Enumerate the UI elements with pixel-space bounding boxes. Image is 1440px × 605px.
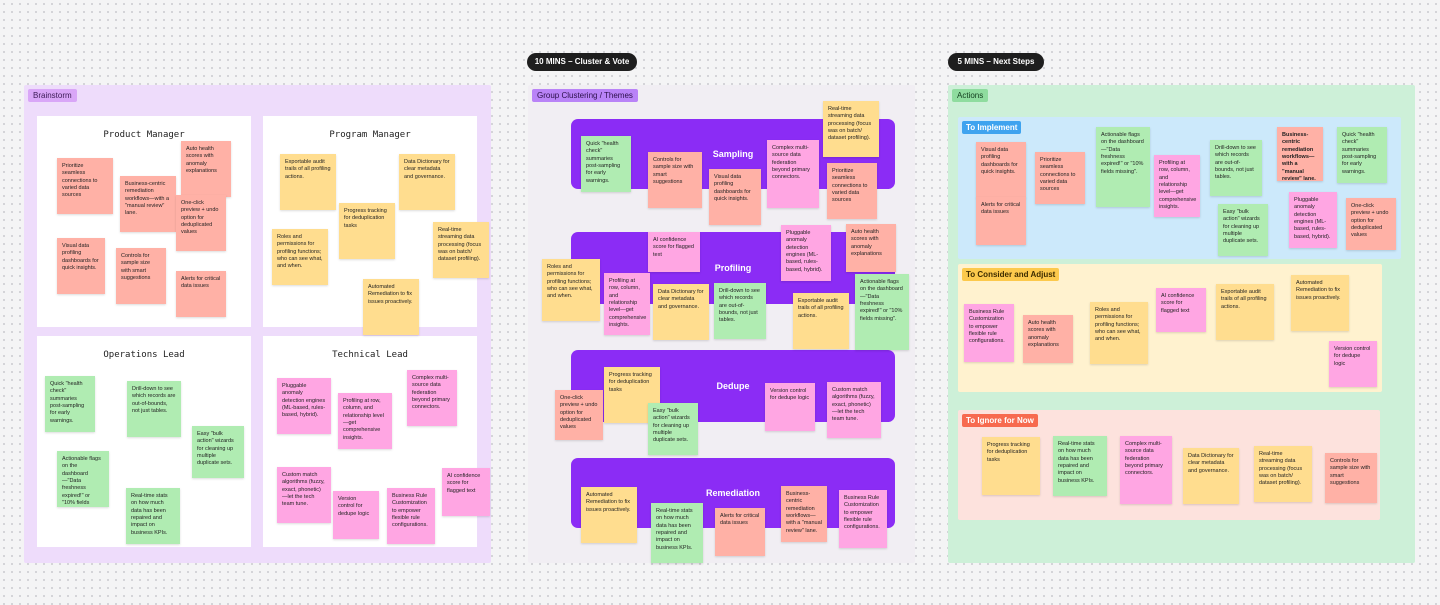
sticky-note[interactable]: One-click preview + undo option for dedu… (555, 390, 603, 440)
sticky-note[interactable]: Real-time stats on how much data has bee… (126, 488, 180, 544)
sticky-note[interactable]: Progress tracking for deduplication task… (339, 203, 395, 259)
sticky-note[interactable]: Auto health scores with anomaly explanat… (846, 224, 896, 272)
theme-label: Remediation (705, 488, 760, 498)
sticky-note[interactable]: Auto health scores with anomaly explanat… (1023, 315, 1073, 363)
sticky-note[interactable]: Custom match algorithms (fuzzy, exact, p… (827, 382, 881, 438)
sticky-note[interactable]: Easy "bulk action" wizards for cleaning … (1218, 204, 1268, 256)
sticky-note[interactable]: Actionable flags on the dashboard—"Data … (57, 451, 109, 507)
sticky-note[interactable]: Roles and permissions for profiling func… (1090, 302, 1148, 364)
sticky-note[interactable]: Controls for sample size with smart sugg… (116, 248, 166, 304)
sticky-note[interactable]: Drill-down to see which records are out-… (127, 381, 181, 437)
persona-title: Product Manager (103, 130, 185, 140)
sticky-note[interactable]: AI confidence score for flagged text (442, 468, 490, 516)
sticky-note[interactable]: Real-time streaming data processing (foc… (433, 222, 489, 278)
sticky-note[interactable]: Prioritize seamless connections to varie… (827, 163, 877, 219)
actions-label: Actions (952, 89, 989, 102)
sticky-note[interactable]: Actionable flags on the dashboard—"Data … (855, 274, 909, 350)
sticky-note[interactable]: Version control for dedupe logic (1329, 341, 1377, 387)
persona-title: Technical Lead (332, 350, 408, 360)
sticky-note[interactable]: Real-time streaming data processing (foc… (1254, 446, 1312, 502)
sticky-note[interactable]: Real-time stats on how much data has bee… (1053, 436, 1107, 496)
sticky-note[interactable]: Controls for sample size with smart sugg… (648, 152, 702, 208)
sticky-note[interactable]: Alerts for critical data issues (715, 508, 765, 556)
persona-title: Operations Lead (103, 350, 185, 360)
sticky-note[interactable]: AI confidence score for flagged text (648, 232, 700, 272)
timer-next-steps: 5 MINS – Next Steps (948, 53, 1044, 71)
sticky-note[interactable]: Automated Remediation to fix issues proa… (1291, 275, 1349, 331)
sticky-note[interactable]: Alerts for critical data issues (976, 197, 1026, 245)
sticky-note[interactable]: Profiling at row, column, and relationsh… (604, 273, 650, 335)
sticky-note[interactable]: Quick "health check" summaries post-samp… (581, 136, 631, 192)
sticky-note[interactable]: Data Dictionary for clear metadata and g… (653, 284, 709, 340)
sticky-note[interactable]: Business Rule Customization to empower f… (839, 490, 887, 548)
sticky-note[interactable]: Pluggable anomaly detection engines (ML-… (1289, 192, 1337, 248)
sticky-note[interactable]: Pluggable anomaly detection engines (ML-… (781, 225, 831, 281)
sticky-note[interactable]: Visual data profiling dashboards for qui… (976, 142, 1026, 198)
timer-cluster-vote: 10 MINS – Cluster & Vote (527, 53, 637, 71)
sticky-note[interactable]: One-click preview + undo option for dedu… (176, 195, 226, 251)
sticky-note[interactable]: Quick "health check" summaries post-samp… (45, 376, 95, 432)
sticky-note[interactable]: Easy "bulk action" wizards for cleaning … (192, 426, 244, 478)
persona-title: Program Manager (329, 130, 411, 140)
brainstorm-label: Brainstorm (28, 89, 77, 102)
sticky-note[interactable]: One-click preview + undo option for dedu… (1346, 198, 1396, 250)
sticky-note[interactable]: Business-centric remediation workflows—w… (1277, 127, 1323, 181)
group-label: To Consider and Adjust (962, 268, 1060, 281)
sticky-note[interactable]: Automated Remediation to fix issues proa… (363, 279, 419, 335)
sticky-note[interactable]: Prioritize seamless connections to varie… (57, 158, 113, 214)
sticky-note[interactable]: Roles and permissions for profiling func… (542, 259, 600, 321)
sticky-note[interactable]: Business Rule Customization to empower f… (387, 488, 435, 544)
sticky-note[interactable]: Exportable audit trails of all profiling… (1216, 284, 1274, 340)
sticky-note[interactable]: Exportable audit trails of all profiling… (793, 293, 849, 349)
sticky-note[interactable]: Profiling at row, column, and relationsh… (338, 393, 392, 449)
sticky-note[interactable]: Controls for sample size with smart sugg… (1325, 453, 1377, 503)
sticky-note[interactable]: AI confidence score for flagged text (1156, 288, 1206, 332)
sticky-note[interactable]: Pluggable anomaly detection engines (ML-… (277, 378, 331, 434)
sticky-note[interactable]: Real-time stats on how much data has bee… (651, 503, 703, 563)
sticky-note[interactable]: Complex multi-source data federation bey… (767, 140, 819, 208)
sticky-note[interactable]: Prioritize seamless connections to varie… (1035, 152, 1085, 204)
group-label: To Ignore for Now (962, 414, 1038, 427)
sticky-note[interactable]: Real-time streaming data processing (foc… (823, 101, 879, 157)
sticky-note[interactable]: Progress tracking for deduplication task… (982, 437, 1040, 495)
sticky-note[interactable]: Profiling at row, column, and relationsh… (1154, 155, 1200, 217)
sticky-note[interactable]: Complex multi-source data federation bey… (407, 370, 457, 426)
sticky-note[interactable]: Business-centric remediation workflows—w… (781, 486, 827, 542)
sticky-note[interactable]: Complex multi-source data federation bey… (1120, 436, 1172, 504)
sticky-note[interactable]: Custom match algorithms (fuzzy, exact, p… (277, 467, 331, 523)
sticky-note[interactable]: Visual data profiling dashboards for qui… (709, 169, 761, 225)
sticky-note[interactable]: Drill-down to see which records are out-… (1210, 140, 1262, 196)
clustering-label: Group Clustering / Themes (532, 89, 638, 102)
theme-label: Sampling (712, 149, 754, 159)
sticky-note[interactable]: Easy "bulk action" wizards for cleaning … (648, 403, 698, 455)
sticky-note[interactable]: Alerts for critical data issues (176, 271, 226, 317)
theme-label: Profiling (714, 263, 752, 273)
sticky-note[interactable]: Automated Remediation to fix issues proa… (581, 487, 637, 543)
sticky-note[interactable]: Roles and permissions for profiling func… (272, 229, 328, 285)
sticky-note[interactable]: Exportable audit trails of all profiling… (280, 154, 336, 210)
theme-label: Dedupe (716, 381, 750, 391)
sticky-note[interactable]: Drill-down to see which records are out-… (714, 283, 766, 339)
sticky-note[interactable]: Visual data profiling dashboards for qui… (57, 238, 105, 294)
sticky-note[interactable]: Business-centric remediation workflows—w… (120, 176, 176, 232)
sticky-note[interactable]: Data Dictionary for clear metadata and g… (399, 154, 455, 210)
sticky-note[interactable]: Business Rule Customization to empower f… (964, 304, 1014, 362)
sticky-note[interactable]: Version control for dedupe logic (333, 491, 379, 539)
sticky-note[interactable]: Auto health scores with anomaly explanat… (181, 141, 231, 197)
group-label: To Implement (962, 121, 1022, 134)
sticky-note[interactable]: Version control for dedupe logic (765, 383, 815, 431)
sticky-note[interactable]: Actionable flags on the dashboard—"Data … (1096, 127, 1150, 207)
sticky-note[interactable]: Quick "health check" summaries post-samp… (1337, 127, 1387, 183)
sticky-note[interactable]: Data Dictionary for clear metadata and g… (1183, 448, 1239, 504)
